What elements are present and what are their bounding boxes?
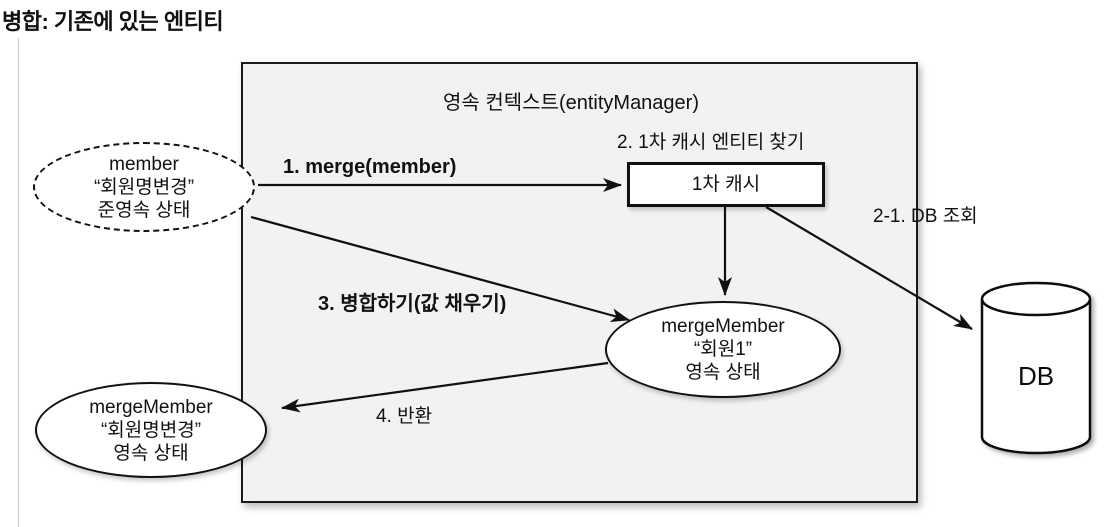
detached-entity-state: 준영속 상태 (97, 199, 191, 221)
returned-entity-state: 영속 상태 (113, 442, 189, 464)
db-cylinder-body (980, 299, 1092, 455)
first-level-cache-label: 1차 캐시 (691, 174, 761, 195)
step4-return-label: 4. 반환 (376, 406, 433, 427)
db-cylinder-top (980, 281, 1092, 317)
detached-entity-ellipse: member “회원명변경” 준영속 상태 (33, 142, 255, 232)
merged-entity-value: “회원1” (693, 339, 753, 360)
step1-merge-label: 1. merge(member) (283, 156, 457, 178)
left-margin-line (18, 38, 19, 527)
returned-entity-name: mergeMember (89, 396, 213, 418)
merged-entity-state: 영속 상태 (685, 362, 761, 383)
detached-entity-name: member (109, 153, 179, 175)
persistence-context-label: 영속 컨텍스트(entityManager) (442, 92, 699, 114)
step2-1-db-query-label: 2-1. DB 조회 (873, 206, 978, 227)
step3-merge-fill-label: 3. 병합하기(값 채우기) (318, 293, 507, 315)
page-title: 병합: 기존에 있는 엔티티 (2, 9, 224, 34)
persistence-context-box (241, 62, 918, 503)
merged-entity-name: mergeMember (661, 316, 785, 337)
db-cylinder: DB (980, 281, 1092, 455)
merged-entity-ellipse: mergeMember “회원1” 영속 상태 (605, 301, 841, 398)
db-label: DB (1018, 361, 1054, 391)
detached-entity-value: “회원명변경” (93, 176, 195, 198)
step2-cache-find-label: 2. 1차 캐시 엔티티 찾기 (617, 132, 805, 153)
returned-entity-ellipse: mergeMember “회원명변경” 영속 상태 (35, 382, 267, 478)
returned-entity-value: “회원명변경” (100, 419, 202, 441)
first-level-cache-box: 1차 캐시 (627, 162, 825, 207)
